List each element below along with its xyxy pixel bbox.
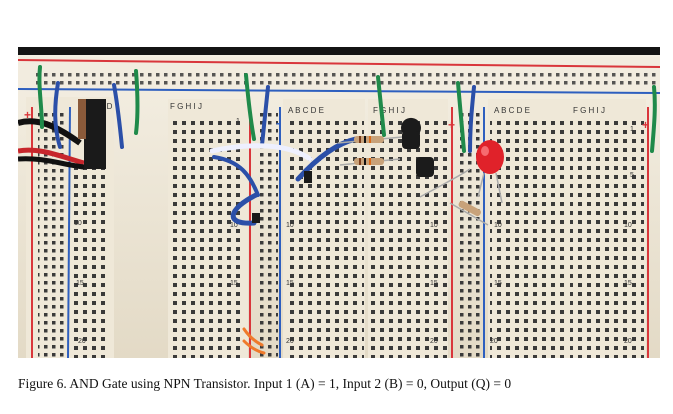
row-number-15-centerright: 15 (430, 280, 438, 287)
top-blue-rail-line (18, 88, 660, 94)
resistors (337, 136, 489, 226)
rail-plus-sign-right: + (642, 118, 649, 132)
power-leads (18, 99, 106, 170)
row-number-15-mid: 15 (230, 280, 238, 287)
rail-plus-sign-mid: + (448, 118, 455, 132)
top-rail-holes (36, 69, 656, 85)
column-labels-middle-2: F G H I J (373, 106, 405, 115)
jumper-wires (37, 65, 657, 355)
row-number-20-centerright: 20 (430, 338, 438, 345)
wire-terminals (252, 171, 312, 223)
top-red-rail-line (18, 59, 660, 68)
row-number-10-far: 10 (624, 222, 632, 229)
row-number-5-right: 5 (630, 172, 634, 179)
breadboard-illustration: A B C D F G H I J A B C D E F G H I J A … (18, 55, 660, 358)
row-number-1: 1 (236, 118, 240, 125)
column-labels-right-2: F G H I J (573, 106, 605, 115)
breadboard-photo: A B C D F G H I J A B C D E F G H I J A … (18, 47, 660, 358)
column-labels-right-1: A B C D E (494, 106, 530, 115)
column-labels-middle-1: A B C D E (288, 106, 324, 115)
transistors (401, 117, 471, 198)
row-number-20-far: 20 (624, 338, 632, 345)
row-number-10-mid: 10 (230, 222, 238, 229)
row-number-1-right: 1 (630, 126, 634, 133)
row-number-10-right: 10 (494, 222, 502, 229)
row-number-15-far: 15 (624, 280, 632, 287)
rail-minus-sign-mid: - (276, 116, 280, 130)
row-number-15-center: 15 (286, 280, 294, 287)
row-number-15-right: 15 (494, 280, 502, 287)
row-number-10-center: 10 (286, 222, 294, 229)
figure-caption: Figure 6. AND Gate using NPN Transistor.… (18, 376, 512, 391)
row-number-20-center: 20 (286, 338, 294, 345)
row-number-10-centerright: 10 (430, 222, 438, 229)
row-number-10-left: 10 (74, 220, 82, 227)
rail-plus-sign-left: + (24, 108, 31, 122)
row-number-15-left: 15 (76, 280, 84, 287)
row-number-20-right: 20 (490, 338, 498, 345)
column-labels-left-2: F G H I J (170, 102, 202, 111)
red-led (476, 140, 504, 204)
voltage-regulator-module (84, 99, 106, 169)
row-number-20-left: 20 (78, 338, 86, 345)
